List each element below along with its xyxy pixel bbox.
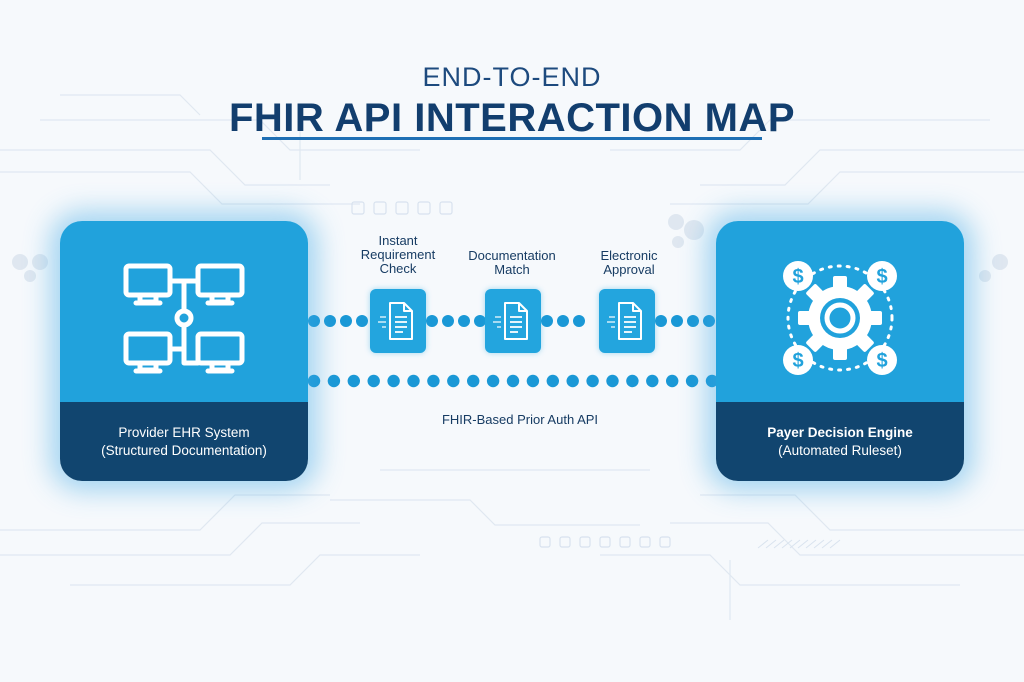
step-label-line: Electronic [600,248,658,263]
step-label-documentation-match: Documentation Match [452,249,572,277]
payer-subtitle: (Automated Ruleset) [778,443,902,458]
api-label: FHIR-Based Prior Auth API [441,412,599,427]
connector-dot [573,315,585,327]
provider-ehr-card: Provider EHR System (Structured Document… [60,221,308,481]
connector-dot [347,374,360,388]
step-box-electronic-approval [599,289,655,353]
connector-dot [308,315,320,327]
connector-dot [427,374,440,388]
connector-dot [606,374,619,388]
step-label-line: Check [379,261,417,276]
connector-dot [327,374,341,388]
connector-dot [324,315,336,327]
payer-title: Payer Decision Engine [767,425,913,440]
connector-dot [586,374,599,388]
connector-dot [655,315,667,327]
connector-dot [442,315,454,327]
provider-title: Provider EHR System [118,425,250,440]
connector-dot [546,374,559,388]
connector-dot [486,374,500,388]
connector-dot [626,374,639,388]
title-underline [262,137,762,140]
step-label-requirement-check: Instant Requirement Check [348,234,448,276]
svg-text:$: $ [876,266,887,288]
step-label-line: Match [494,262,530,277]
connector-dot [467,374,480,388]
provider-subtitle: (Structured Documentation) [101,443,267,458]
step-label-line: Requirement [360,247,436,262]
connector-dot [557,315,569,327]
connector-dot [687,315,699,327]
step-box-requirement-check [370,289,426,353]
svg-text:$: $ [876,350,887,372]
connector-dot [671,315,683,327]
connector-dot [566,374,579,388]
connector-dot [447,374,460,388]
page-title: FHIR API INTERACTION MAP [228,96,796,140]
payer-engine-card: $ $ $ $ Payer Decision Engine (Automated… [716,221,964,481]
connector-dot [407,374,420,388]
connector-dot [387,374,400,388]
connector-dot [367,374,380,388]
step-box-documentation-match [485,289,541,353]
step-label-electronic-approval: Electronic Approval [574,249,684,277]
connector-dot [458,315,470,327]
connector-dot [340,315,352,327]
title-eyebrow: END-TO-END [422,62,602,92]
connector-dot [426,315,438,327]
connector-dot [705,374,719,388]
step-label-line: Documentation [468,248,556,263]
gear-with-dollar-coins-icon: $ $ $ $ [783,261,897,375]
connector-dot [703,315,715,327]
connector-dot [474,315,486,327]
document-icon [607,302,642,340]
connector-dot [526,374,540,388]
connector-dot [307,374,321,388]
connector-dot [541,315,553,327]
connector-dot [356,315,368,327]
step-label-line: Approval [603,262,655,277]
connector-dot [646,374,659,388]
connector-dots [307,315,719,388]
connector-dot [506,374,520,388]
networked-computers-icon [123,263,245,374]
step-label-line: Instant [378,233,418,248]
document-icon [493,302,528,340]
svg-text:$: $ [792,350,803,372]
connector-dot [666,374,679,388]
svg-text:$: $ [792,266,803,288]
connector-dot [685,374,699,388]
document-icon [378,302,413,340]
